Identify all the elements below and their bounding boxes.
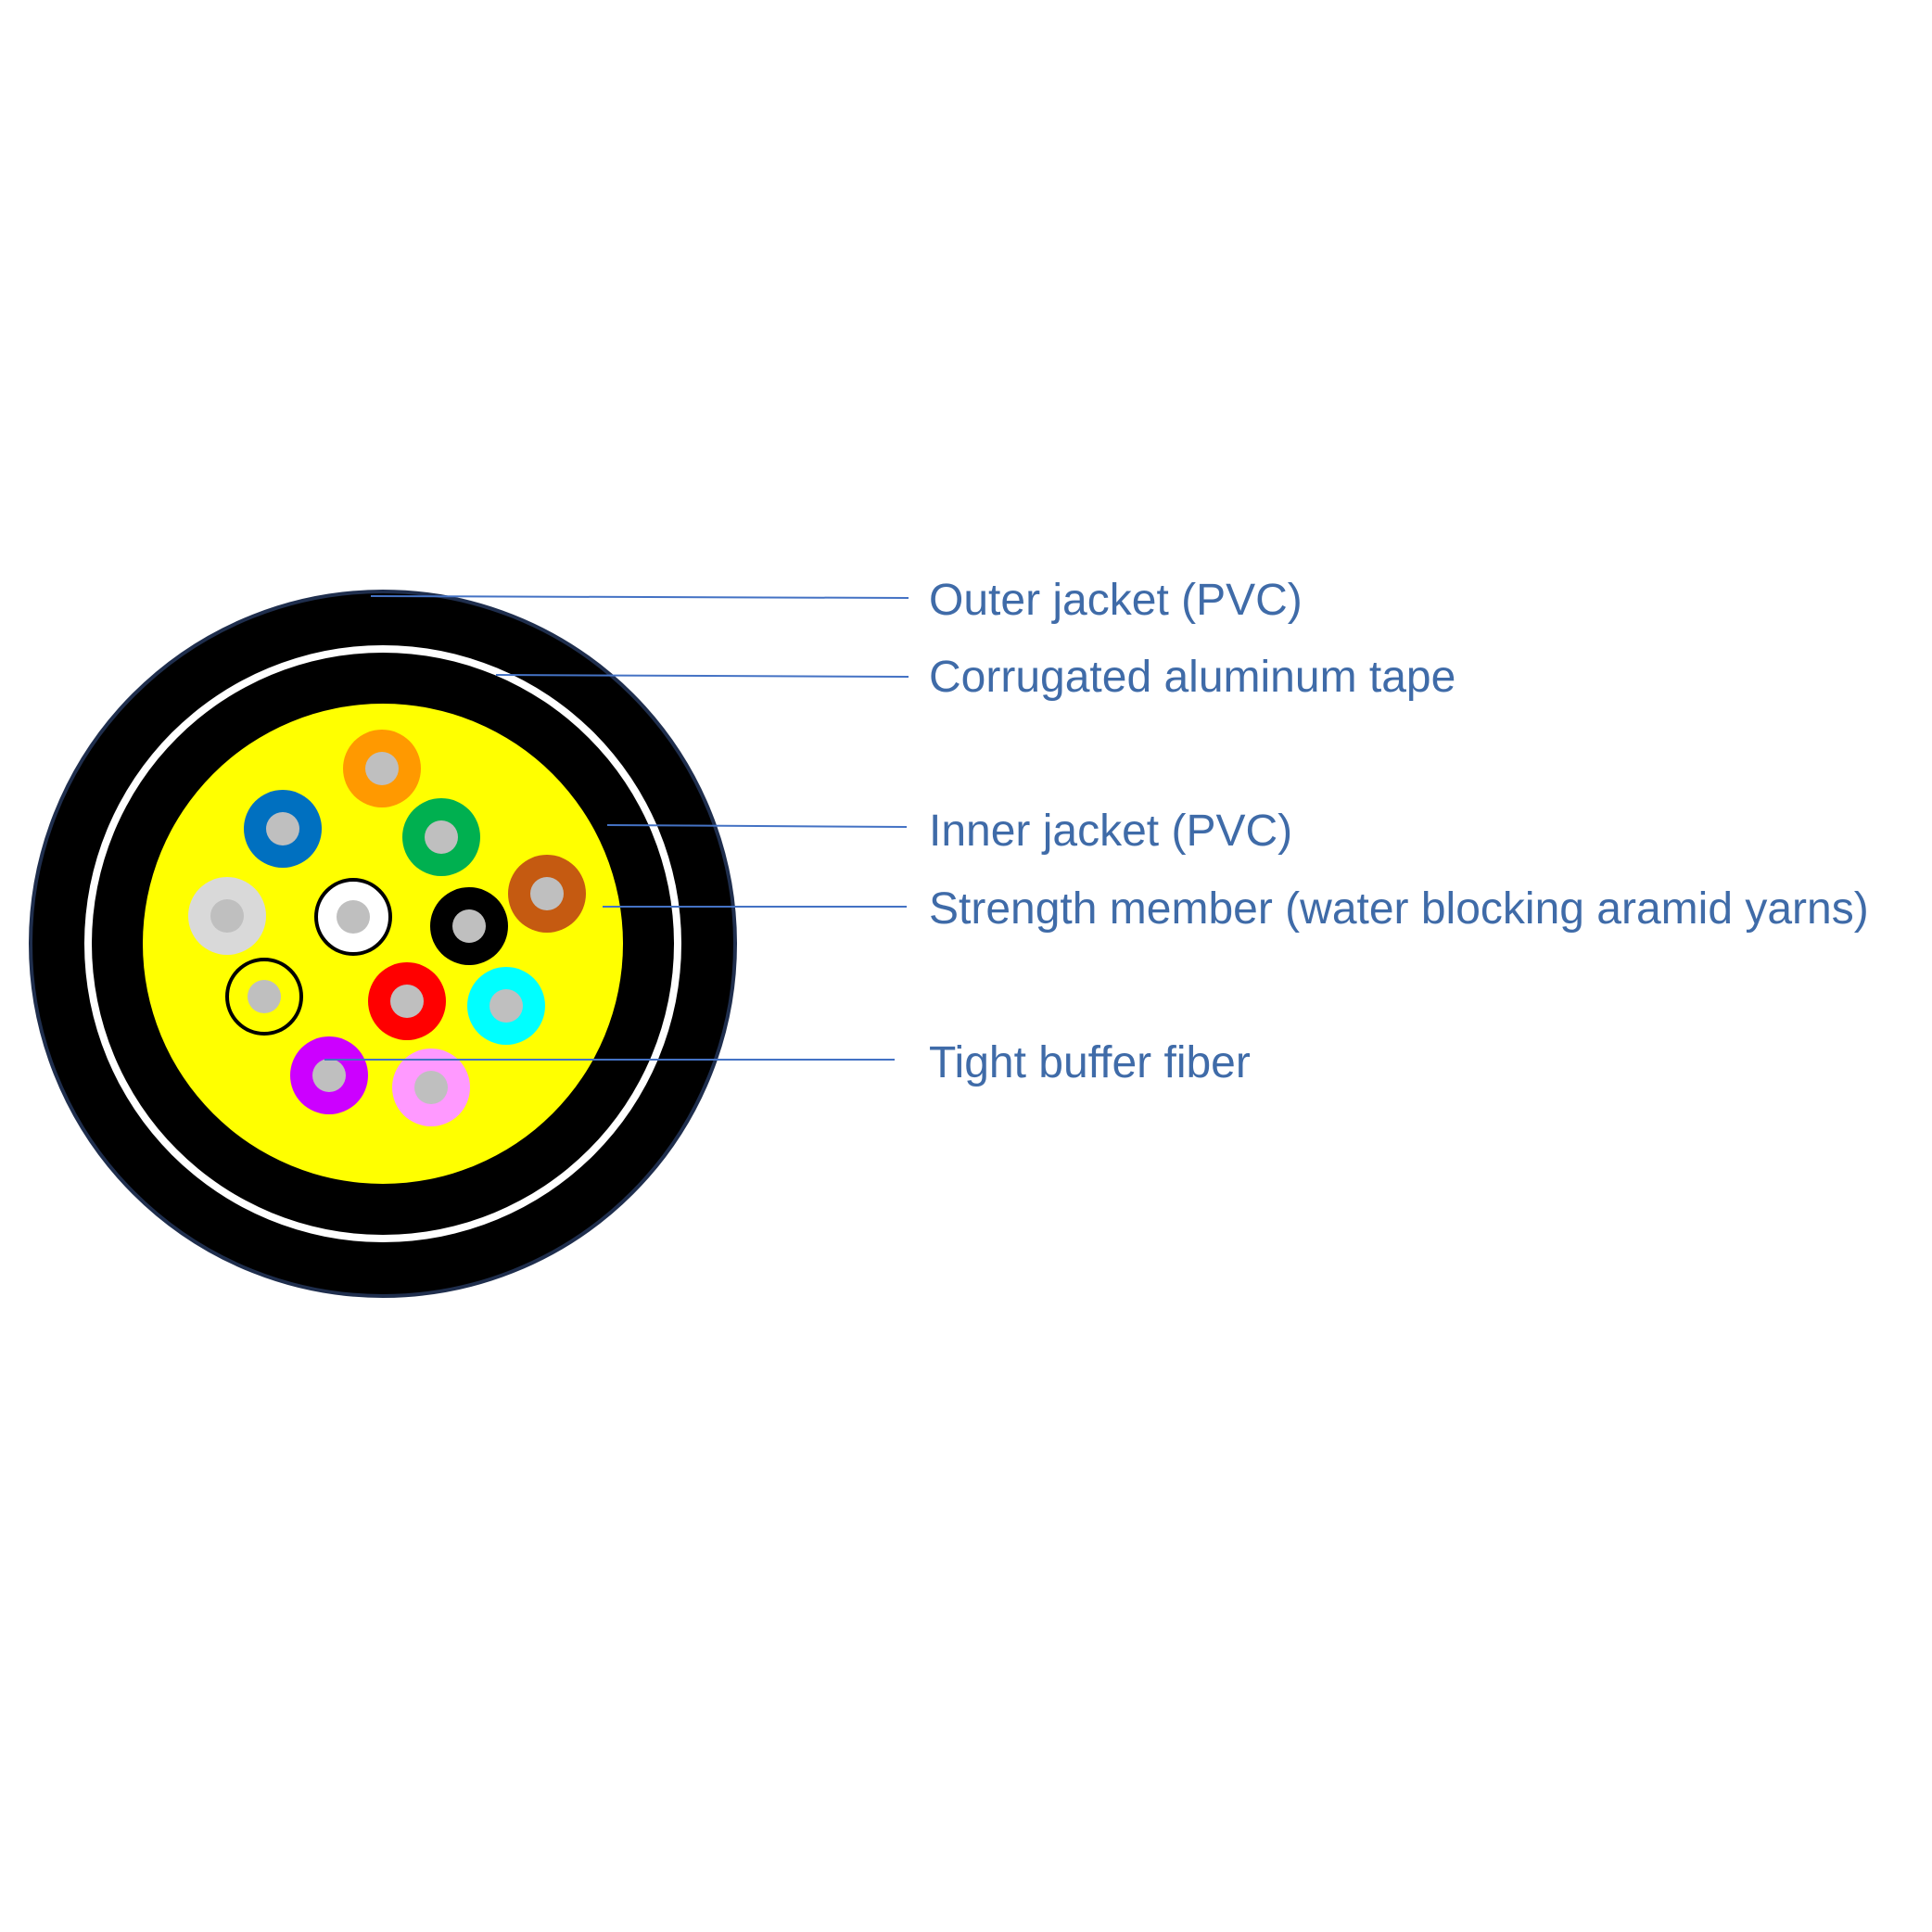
label-outer-jacket: Outer jacket (PVC): [929, 576, 1303, 625]
leader-line-inner-jacket: [606, 824, 908, 828]
fiber-core-green: [425, 820, 458, 854]
fiber-violet: [290, 1036, 368, 1114]
fiber-orange: [343, 730, 421, 807]
leader-line-outer-jacket: [370, 595, 909, 599]
fiber-core-white: [337, 900, 370, 934]
label-tight-buffer-fiber: Tight buffer fiber: [929, 1038, 1251, 1087]
fiber-core-blue: [266, 812, 299, 845]
fiber-red: [368, 962, 446, 1040]
fiber-core-black: [452, 909, 486, 943]
fiber-core-violet: [312, 1059, 346, 1092]
leader-line-aluminum-tape: [495, 674, 909, 678]
fiber-aqua: [467, 967, 545, 1045]
tight-buffer-fibers: [188, 730, 586, 1126]
fiber-rose: [392, 1049, 470, 1126]
fiber-core-rose: [414, 1071, 448, 1104]
fiber-core-brown: [530, 877, 564, 910]
fiber-yellow: [225, 958, 303, 1036]
fiber-white: [314, 878, 392, 956]
fiber-core-yellow: [248, 980, 281, 1013]
fiber-core-red: [390, 985, 424, 1018]
fiber-blue: [244, 790, 322, 868]
fiber-core-slate: [210, 899, 244, 933]
fiber-slate: [188, 877, 266, 955]
label-inner-jacket: Inner jacket (PVC): [929, 807, 1293, 856]
label-strength-member: Strength member (water blocking aramid y…: [929, 884, 1869, 934]
fiber-black: [430, 887, 508, 965]
label-aluminum-tape: Corrugated aluminum tape: [929, 653, 1456, 702]
fiber-core-aqua: [489, 989, 523, 1023]
fiber-brown: [508, 855, 586, 933]
fiber-core-orange: [365, 752, 399, 785]
fiber-green: [402, 798, 480, 876]
